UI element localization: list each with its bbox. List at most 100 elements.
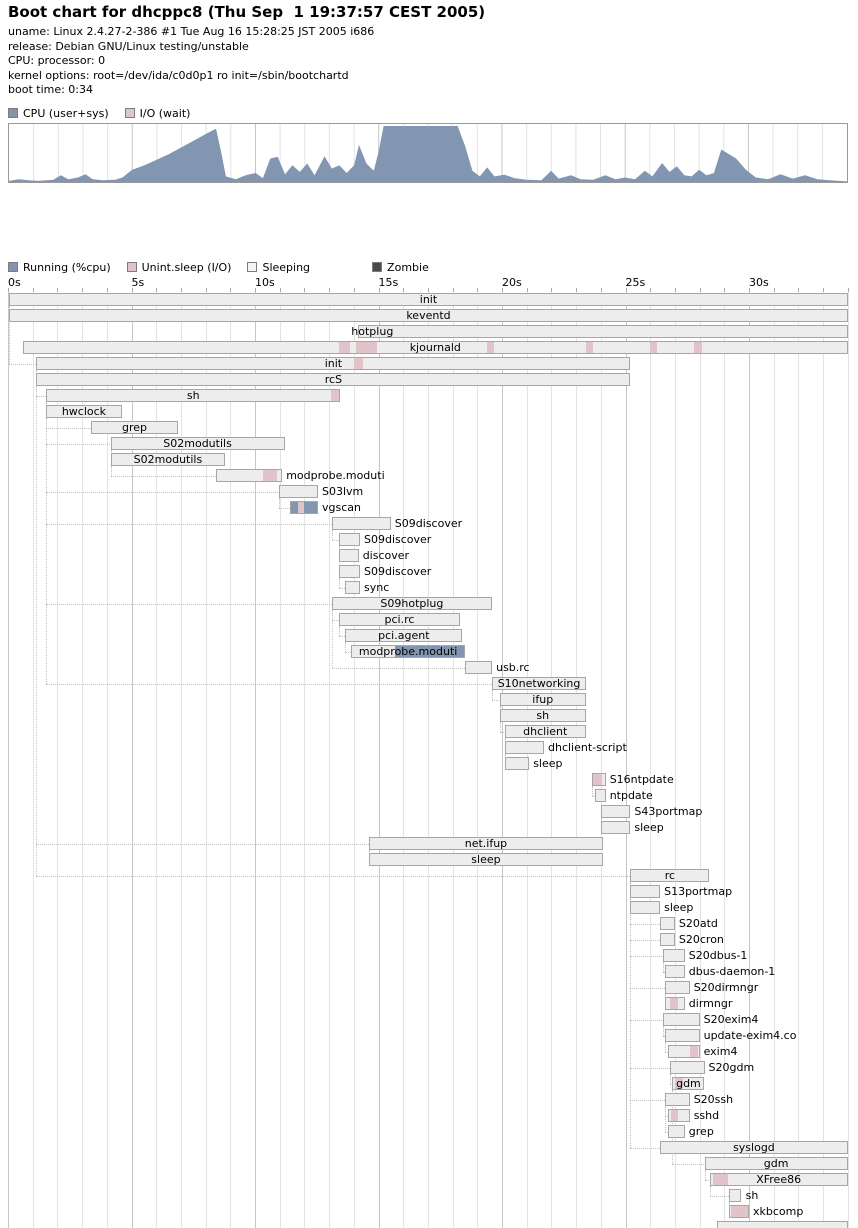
process-label: S03lvm (322, 485, 364, 498)
process-label: S20gdm (708, 1061, 755, 1074)
process-tree-connector (592, 786, 594, 796)
process-label: S43portmap (634, 805, 703, 818)
grid-line (156, 292, 158, 1228)
time-axis-tick (403, 288, 405, 292)
process-bar (662, 1013, 700, 1026)
legend-item: Unint.sleep (I/O) (126, 260, 232, 274)
process-tree-connector (709, 1196, 730, 1197)
time-axis-tick (32, 288, 34, 292)
legend-label: Unint.sleep (I/O) (141, 260, 232, 274)
io-wait-segment (331, 390, 340, 401)
time-axis-tick (255, 288, 256, 292)
process-bar (662, 949, 685, 962)
process-bar (9, 293, 848, 306)
io-wait-segment (731, 1206, 748, 1217)
process-tree-connector (46, 492, 279, 493)
process-bar (345, 581, 360, 594)
io-wait-segment (593, 774, 602, 785)
process-label: sh (745, 1189, 759, 1202)
grid-line (823, 292, 825, 1228)
process-tree-connector (630, 1148, 660, 1149)
grid-line (798, 292, 800, 1228)
uname-text: uname: Linux 2.4.27-2-386 #1 Tue Aug 16 … (8, 25, 375, 38)
process-tree-connector (630, 1068, 670, 1069)
io-wait-segment (689, 1046, 699, 1057)
process-label: dirmngr (688, 997, 733, 1010)
process-label: dbus-daemon-1 (688, 965, 776, 978)
process-bar (331, 517, 391, 530)
time-axis-tick (477, 288, 479, 292)
process-bar (594, 789, 606, 802)
time-axis-tick (180, 288, 182, 292)
process-bar (670, 1061, 705, 1074)
grid-line (8, 292, 9, 1228)
process-label: S20dirmngr (693, 981, 759, 994)
io-wait-segment (486, 342, 495, 353)
time-axis-tick (823, 288, 825, 292)
process-tree-connector (331, 620, 339, 621)
process-tree-connector (630, 940, 660, 941)
cpu-usage-chart (8, 123, 848, 183)
process-label: XFree86 (756, 1173, 802, 1186)
process-tree-connector (704, 1180, 710, 1181)
process-bar (339, 533, 360, 546)
process-bar (278, 485, 318, 498)
time-axis-tick (699, 288, 701, 292)
process-bar (351, 645, 465, 658)
process-tree-connector (331, 540, 339, 541)
grid-line (427, 292, 429, 1228)
process-bar (90, 421, 179, 434)
kernel-options-text: kernel options: root=/dev/ida/c0d0p1 ro … (8, 68, 349, 82)
time-axis-tick (847, 288, 849, 292)
process-tree-connector (630, 1100, 665, 1101)
grid-line (576, 292, 578, 1228)
io-wait-segment (338, 342, 350, 353)
io-wait-segment (297, 502, 305, 513)
process-bar (665, 965, 685, 978)
process-bar (464, 661, 493, 674)
grid-line (353, 292, 355, 1228)
legend-swatch (247, 262, 258, 272)
process-tree-connector (662, 962, 664, 972)
process-label: init (324, 357, 343, 370)
grid-line (773, 292, 775, 1228)
legend-item: I/O (wait) (124, 107, 190, 120)
grid-line (255, 292, 256, 1228)
time-axis-label: 20s (502, 276, 522, 289)
grid-line (378, 292, 380, 1228)
grid-line (329, 292, 331, 1228)
process-label: S20atd (678, 917, 718, 930)
time-axis-label: 5s (131, 276, 145, 289)
time-axis-tick (773, 288, 775, 292)
process-tree-connector (670, 1074, 671, 1084)
time-axis-tick (600, 288, 602, 292)
process-label: ntpdate (609, 789, 653, 802)
process-bar (729, 1189, 742, 1202)
process-bar (729, 1205, 749, 1218)
process-tree-connector (278, 498, 280, 508)
time-axis-tick (502, 288, 503, 292)
grid-line (699, 292, 701, 1228)
time-axis-tick (576, 288, 578, 292)
time-axis-tick (205, 288, 207, 292)
process-tree-connector (665, 1106, 666, 1132)
grid-line (650, 292, 652, 1228)
process-bar (716, 1221, 848, 1228)
process-label: S09discover (364, 565, 432, 578)
process-label: S16ntpdate (609, 773, 674, 786)
process-tree-connector (704, 1170, 706, 1180)
legend-swatch (372, 262, 383, 272)
legend-item: CPU (user+sys) (8, 107, 109, 120)
process-label: grep (688, 1125, 714, 1138)
process-bar (499, 709, 586, 722)
process-tree-connector (9, 364, 37, 365)
process-label: S09hotplug (380, 597, 444, 610)
process-label: S10networking (497, 677, 581, 690)
process-label: sleep (471, 853, 501, 866)
legend-item: Zombie (372, 261, 429, 274)
system-info: uname: Linux 2.4.27-2-386 #1 Tue Aug 16 … (8, 25, 485, 98)
process-label: net.ifup (464, 837, 508, 850)
process-bar (667, 1109, 690, 1122)
process-bar (331, 597, 493, 610)
